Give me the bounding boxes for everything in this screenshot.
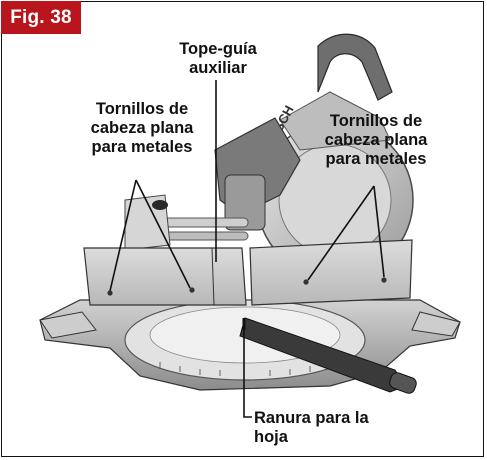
callout-blade-slot: Ranura para la hoja xyxy=(254,409,384,447)
callout-screws-left: Tornillos de cabeza plana para metales xyxy=(86,100,198,157)
callout-auxiliary-fence: Tope-guía auxiliar xyxy=(170,40,266,78)
figure-number: Fig. 38 xyxy=(1,1,81,34)
screw-hole xyxy=(189,287,195,293)
callout-screws-right: Tornillos de cabeza plana para metales xyxy=(318,112,434,169)
callout-line: hoja xyxy=(254,428,288,446)
screw-hole xyxy=(381,277,387,283)
callout-line: para metales xyxy=(91,138,193,156)
fence-left xyxy=(83,247,247,306)
callout-line: Ranura para la xyxy=(254,409,369,427)
callout-line: cabeza plana xyxy=(324,131,428,149)
fence-right xyxy=(249,239,413,306)
screw-hole xyxy=(303,279,309,285)
callout-line: Tornillos de xyxy=(329,112,423,130)
callout-line: cabeza plana xyxy=(90,119,194,137)
callout-line: Tope-guía xyxy=(179,40,257,58)
callout-line: para metales xyxy=(325,150,427,168)
callout-line: Tornillos de xyxy=(95,100,189,118)
callout-line: auxiliar xyxy=(189,59,247,77)
screw-hole xyxy=(107,290,113,296)
saw-handle xyxy=(317,33,393,101)
